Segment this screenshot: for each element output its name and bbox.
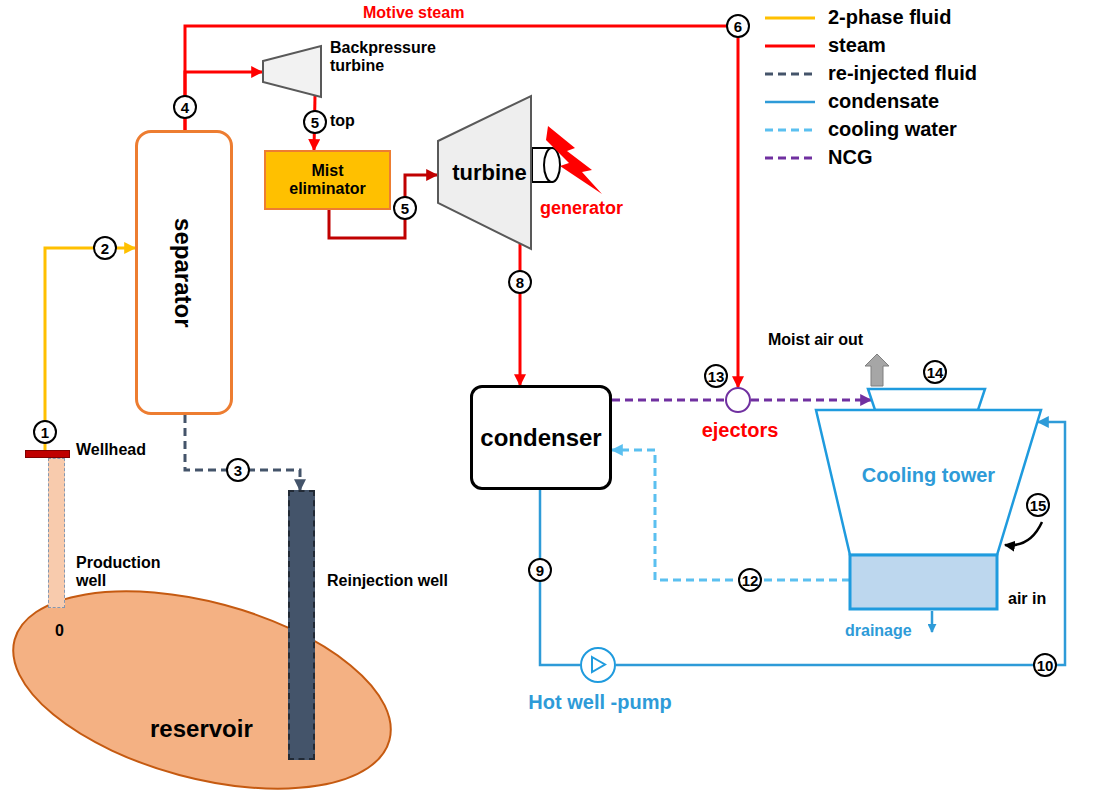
reinjection-well: Reinjection well (288, 490, 315, 760)
separator-vessel: separator (135, 130, 233, 415)
flow-connector (519, 244, 522, 385)
reservoir-ellipse-shape (0, 555, 412, 794)
callout-number: 10 (1033, 653, 1057, 677)
legend-text: condensate (828, 90, 939, 113)
callout-number: 9 (528, 558, 552, 582)
flow-connector (45, 248, 135, 450)
moist-air-arrow (865, 354, 889, 386)
callout-number: 3 (226, 458, 250, 482)
legend-line (765, 157, 815, 160)
main-turbine: turbine (437, 95, 532, 250)
production-well-label: Production well (76, 554, 171, 591)
flow-connector (185, 72, 262, 130)
air-flow-label: air in (1008, 590, 1046, 608)
flow-connector (612, 450, 850, 580)
air-in-arrow (1005, 522, 1042, 545)
hot-well-pump: Hot well -pump (580, 647, 616, 683)
hot-well-pump-shape (592, 657, 605, 672)
legend-text: cooling water (828, 118, 957, 141)
callout-number: 14 (923, 360, 947, 384)
callout-number: 8 (508, 270, 532, 294)
legend-text: steam (828, 34, 886, 57)
cooling-tower-label: Cooling tower (855, 464, 1002, 487)
callout-number: 6 (726, 14, 750, 38)
cooling-tower: Cooling tower (815, 388, 1042, 610)
flow-connector (751, 399, 871, 402)
cooling-tower-shape (816, 410, 1041, 555)
legend-line (765, 101, 815, 104)
main-turbine-label: turbine (442, 160, 527, 185)
legend-text: re-injected fluid (828, 62, 977, 85)
main-turbine-shape (438, 96, 531, 249)
ejector-circle: ejectors (725, 387, 751, 413)
ejector-circle-label: ejectors (687, 419, 793, 442)
depth-point-label: 0 (55, 622, 64, 640)
hot-well-pump-label: Hot well -pump (522, 691, 678, 714)
flow-connector (612, 399, 725, 402)
reservoir-ellipse-label: reservoir (150, 715, 253, 743)
callout-number: 2 (93, 236, 117, 260)
cooling-tower-shape (868, 389, 985, 410)
callout-number: 5 (303, 110, 327, 134)
wellhead-bar: Wellhead (25, 450, 70, 458)
legend-text: NCG (828, 146, 872, 169)
edge-label: Motive steam (360, 4, 467, 22)
flow-connector (185, 26, 738, 387)
callout-number: 4 (173, 95, 197, 119)
reservoir-ellipse: reservoir (0, 587, 405, 792)
backpressure-turbine: Backpressure turbine (262, 45, 322, 98)
air-flow-label: Moist air out (768, 331, 863, 349)
cooling-tower-outline (815, 388, 1042, 610)
legend-line (765, 73, 815, 76)
backpressure-turbine-shape (263, 46, 321, 97)
separator-vessel-label: separator (170, 218, 198, 327)
wellhead-bar-label: Wellhead (76, 441, 146, 459)
point-note: top (330, 112, 355, 130)
reinjection-well-label: Reinjection well (327, 572, 448, 590)
legend-line (765, 45, 815, 48)
callout-number: 5 (393, 196, 417, 220)
drainage-arrow (931, 611, 934, 632)
backpressure-turbine-label: Backpressure turbine (330, 39, 450, 76)
legend-line (765, 17, 815, 20)
legend-text: 2-phase fluid (828, 6, 951, 29)
legend-line (765, 129, 815, 132)
condenser-box: condenser (470, 385, 612, 490)
drainage-label: drainage (845, 622, 912, 640)
legend-samples (765, 18, 815, 158)
hot-well-pump-outline (582, 649, 614, 681)
generator-end (544, 148, 560, 182)
condenser-box-label: condenser (480, 424, 601, 452)
callout-number: 13 (704, 364, 728, 388)
production-well: Production well (48, 458, 65, 608)
callout-number: 15 (1026, 493, 1050, 517)
cooling-tower-shape (850, 555, 997, 609)
generator-symbol (532, 126, 602, 194)
callout-number: 1 (33, 420, 57, 444)
generator-label: generator (540, 198, 623, 219)
flow-connector (185, 415, 300, 490)
mist-eliminator-label: Mist eliminator (284, 162, 371, 199)
mist-eliminator: Mist eliminator (264, 150, 391, 210)
lightning-bolt (546, 126, 602, 194)
callout-number: 12 (738, 568, 762, 592)
reservoir-ellipse-outline (0, 587, 405, 792)
backpressure-turbine-outline (262, 45, 322, 98)
